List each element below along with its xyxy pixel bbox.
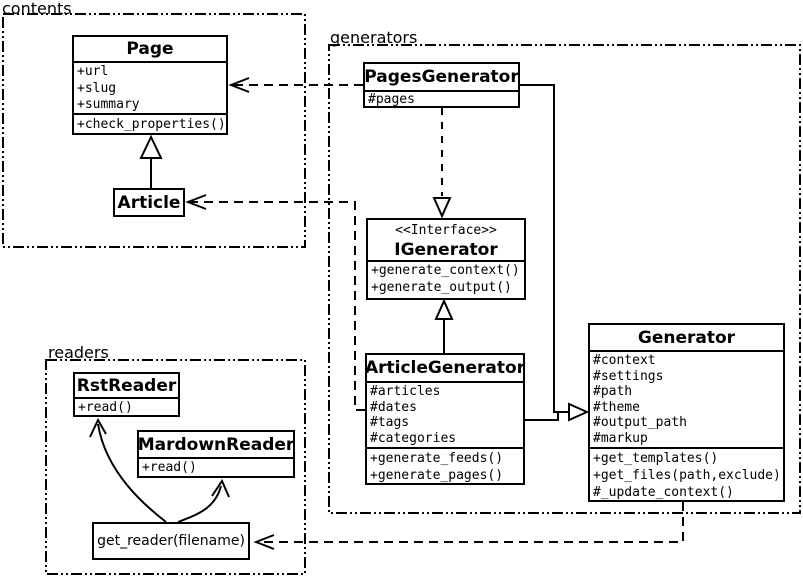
inheritance-arrow-pagesgenerator-to-generator: [520, 84, 568, 413]
inheritance-arrow-articlegenerator-to-igenerator: [434, 298, 454, 353]
class-mardownreader: MardownReader +read(): [137, 430, 295, 478]
package-border-readers: [45, 359, 306, 575]
attribute: #pages: [368, 92, 415, 107]
attribute: #tags: [370, 415, 410, 430]
class-igenerator-title: IGenerator: [394, 240, 498, 260]
class-rstreader: RstReader +read(): [73, 372, 180, 417]
method: +check_properties(): [77, 117, 226, 132]
package-border-generators: [328, 44, 801, 514]
attribute: #articles: [370, 384, 441, 399]
dependency-arrow-articlegenerator-to-article: [185, 194, 365, 411]
class-articlegenerator: ArticleGenerator #articles #dates #tags …: [365, 353, 525, 485]
class-igenerator-methods: +generate_context() +generate_output(): [368, 260, 524, 298]
class-igenerator: <<Interface>> IGenerator +generate_conte…: [366, 218, 526, 300]
class-rstreader-methods: +read(): [75, 397, 178, 415]
class-generator: Generator #context #settings #path #them…: [588, 323, 785, 502]
function-get-reader: get_reader(filename): [92, 522, 250, 560]
method: +generate_output(): [371, 280, 512, 295]
class-rstreader-title: RstReader: [76, 375, 177, 396]
attribute: +summary: [77, 97, 140, 112]
class-articlegenerator-attributes: #articles #dates #tags #categories: [367, 381, 523, 447]
class-generator-attributes: #context #settings #path #theme #output_…: [590, 350, 783, 447]
package-label-generators: generators: [330, 28, 418, 47]
class-mardownreader-title: MardownReader: [137, 434, 295, 455]
method: +generate_context(): [371, 263, 520, 278]
class-mardownreader-methods: +read(): [139, 457, 293, 476]
attribute: #context: [593, 353, 656, 368]
package-border-contents: [2, 13, 306, 248]
inheritance-arrow-articlegenerator-to-generator: [525, 402, 590, 422]
attribute: +url: [77, 64, 109, 79]
class-page-methods: +check_properties(): [74, 113, 226, 133]
method: +read(): [142, 460, 197, 475]
dependency-arrow-pagesgenerator-to-page: [228, 77, 363, 93]
class-article-title: Article: [117, 192, 181, 213]
attribute: #dates: [370, 399, 417, 415]
class-page-title: Page: [126, 39, 174, 59]
method: +generate_pages(): [370, 468, 504, 483]
attribute: #categories: [370, 430, 457, 446]
class-pagesgenerator-title: PagesGenerator: [364, 67, 519, 87]
package-label-readers: readers: [48, 343, 109, 362]
curved-arrow-getreader-to-mardownreader: [177, 478, 230, 523]
method: +read(): [78, 400, 133, 415]
class-page: Page +url +slug +summary +check_properti…: [72, 35, 228, 135]
class-generator-methods: +get_templates() +get_files(path,exclude…: [590, 447, 783, 500]
method: +get_templates(): [593, 451, 719, 466]
attribute: #markup: [593, 430, 648, 446]
attribute: #path: [593, 384, 633, 399]
class-pagesgenerator: PagesGenerator #pages: [363, 62, 520, 108]
method: +generate_feeds(): [370, 451, 504, 466]
attribute: #settings: [593, 368, 664, 384]
inheritance-arrow-article-to-page: [139, 134, 163, 188]
attribute: #output_path: [593, 415, 687, 430]
attribute: +slug: [77, 80, 117, 96]
attribute: #theme: [593, 399, 640, 415]
package-label-contents: contents: [2, 0, 72, 18]
class-igenerator-stereotype: <<Interface>>: [395, 223, 497, 238]
class-igenerator-header: <<Interface>> IGenerator: [368, 220, 524, 260]
class-article: Article: [113, 188, 185, 217]
method: +get_files(path,exclude): [593, 468, 781, 483]
method: #_update_context(): [593, 485, 734, 500]
class-pagesgenerator-attributes: #pages: [365, 90, 518, 106]
realization-arrow-pagesgenerator-to-igenerator: [432, 108, 452, 219]
class-articlegenerator-methods: +generate_feeds() +generate_pages(): [367, 447, 523, 483]
class-page-attributes: +url +slug +summary: [74, 61, 226, 113]
dependency-arrow-generator-to-getreader: [253, 502, 684, 550]
class-articlegenerator-title: ArticleGenerator: [364, 358, 526, 378]
curved-arrow-getreader-to-rstreader: [89, 417, 167, 523]
class-generator-title: Generator: [637, 327, 736, 348]
